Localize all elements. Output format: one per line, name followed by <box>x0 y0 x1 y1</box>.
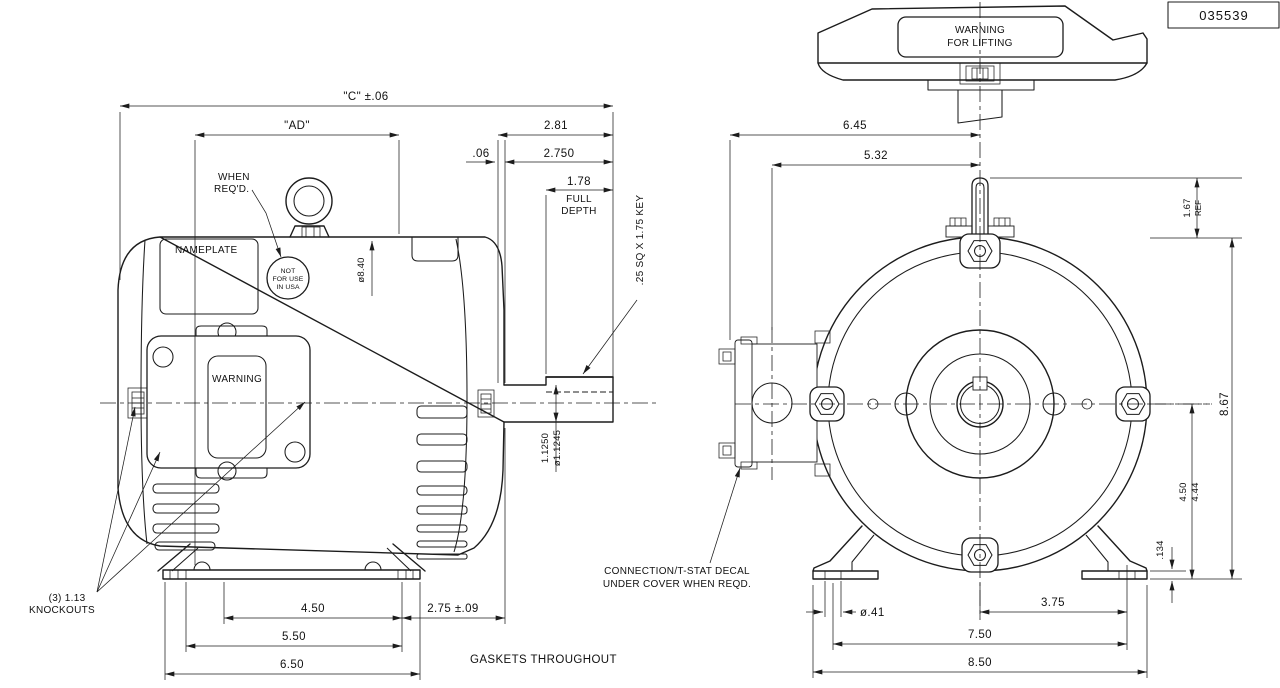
dim-shaft-len: 2.750 <box>544 148 575 160</box>
tstat-note-line2: UNDER COVER WHEN REQD. <box>603 579 751 590</box>
drawing-number: 035539 <box>1199 8 1248 23</box>
knockouts-line1: (3) 1.13 <box>49 593 86 604</box>
dim-lug-ref: REF <box>1194 200 1203 216</box>
box-body <box>749 343 818 463</box>
base-plate <box>162 569 421 580</box>
box-cover-plate <box>734 339 753 468</box>
dim-foot-134: .134 <box>1155 540 1166 559</box>
dim-base-450: 4.50 <box>301 603 325 615</box>
dim-ad: "AD" <box>284 120 310 132</box>
dim-height-867: 8.67 <box>1219 392 1231 416</box>
dim-base-850: 8.50 <box>968 657 992 669</box>
dim-key-len: 1.78 <box>567 176 591 188</box>
dim-lug-167: 1.67 <box>1182 198 1193 217</box>
dim-width-645: 6.45 <box>843 120 867 132</box>
usa-sticker-line2: FOR USE <box>273 276 304 283</box>
clamp-bolt <box>814 330 831 344</box>
box-screw <box>718 442 736 459</box>
dimension-lines <box>96 103 1242 680</box>
key-full-label: FULL <box>566 194 592 205</box>
conduit-box-side <box>146 322 311 481</box>
annotations: 035539 WARNING FOR LIFTING "C" ±.06 "AD"… <box>29 8 1248 671</box>
bearing-flange <box>927 79 1035 91</box>
dim-holes-750: 7.50 <box>968 629 992 641</box>
key-depth-label: DEPTH <box>561 206 596 217</box>
tstat-note-line1: CONNECTION/T-STAT DECAL <box>604 566 750 577</box>
lifting-warning-line2: FOR LIFTING <box>947 38 1013 49</box>
when-reqd-line2: REQ'D. <box>214 184 249 195</box>
dim-hole-375: 3.75 <box>1041 597 1065 609</box>
usa-sticker-circle <box>266 256 310 300</box>
top-notch <box>411 237 459 262</box>
feet-front <box>812 525 1148 580</box>
nameplate-outline <box>159 238 259 315</box>
conduit-box-front <box>718 330 831 477</box>
foot-pad-right <box>1081 570 1148 580</box>
top-view <box>817 5 1148 124</box>
dim-box-532: 5.32 <box>864 150 888 162</box>
title-block <box>1167 1 1280 29</box>
fan-cover-seam <box>140 239 148 545</box>
side-view <box>117 140 614 580</box>
title-block-border <box>1167 1 1280 29</box>
cover-screw <box>284 441 306 463</box>
dim-shaft-ext: 2.81 <box>544 120 568 132</box>
cover-screw <box>152 346 174 368</box>
key-note: .25 SQ X 1.75 KEY <box>635 195 646 286</box>
vent-slots-left <box>152 483 220 551</box>
mounting-bump <box>364 561 382 571</box>
foot-pad-left <box>812 570 879 580</box>
mounting-bump <box>193 561 211 571</box>
grease-bolt-right <box>477 389 495 418</box>
shaft-dia-min: ø1.1245 <box>552 430 563 466</box>
shaft-side <box>497 140 614 423</box>
centerlines <box>100 2 1212 620</box>
dim-overall-length: "C" ±.06 <box>343 91 388 103</box>
end-bell-seam <box>453 238 468 553</box>
knockouts-line2: KNOCKOUTS <box>29 605 95 616</box>
nameplate-label: NAMEPLATE <box>175 245 238 256</box>
usa-sticker-line1: NOT <box>281 268 296 275</box>
vent-slots-right <box>416 405 468 560</box>
clamp-bolt <box>814 463 831 477</box>
dim-shaft-height-max: 4.50 <box>1178 482 1189 501</box>
dim-gap: .06 <box>472 148 489 160</box>
base-side <box>157 543 426 580</box>
box-screw <box>718 348 736 365</box>
top-view-outline <box>817 5 1148 64</box>
when-reqd-line1: WHEN <box>218 172 250 183</box>
dim-base-550: 5.50 <box>282 631 306 643</box>
warning-decal-outline <box>207 355 267 459</box>
lifting-lug-side <box>285 177 333 238</box>
usa-sticker-line3: IN USA <box>276 284 300 291</box>
dim-overhang: 2.75 ±.09 <box>427 603 478 615</box>
lifting-warning-line1: WARNING <box>955 25 1005 36</box>
lifting-warning-label <box>897 16 1064 58</box>
dim-base-650: 6.50 <box>280 659 304 671</box>
dim-frame-dia: ø8.40 <box>356 257 367 282</box>
front-view <box>718 177 1151 580</box>
dim-hole-dia: ø.41 <box>860 607 885 619</box>
gaskets-note: GASKETS THROUGHOUT <box>470 654 617 666</box>
dim-shaft-height-min: 4.44 <box>1190 482 1201 501</box>
shaft-dia-max: 1.1250 <box>540 433 551 463</box>
warning-decal-label: WARNING <box>212 374 262 385</box>
top-view-lower-outline <box>817 62 1148 81</box>
